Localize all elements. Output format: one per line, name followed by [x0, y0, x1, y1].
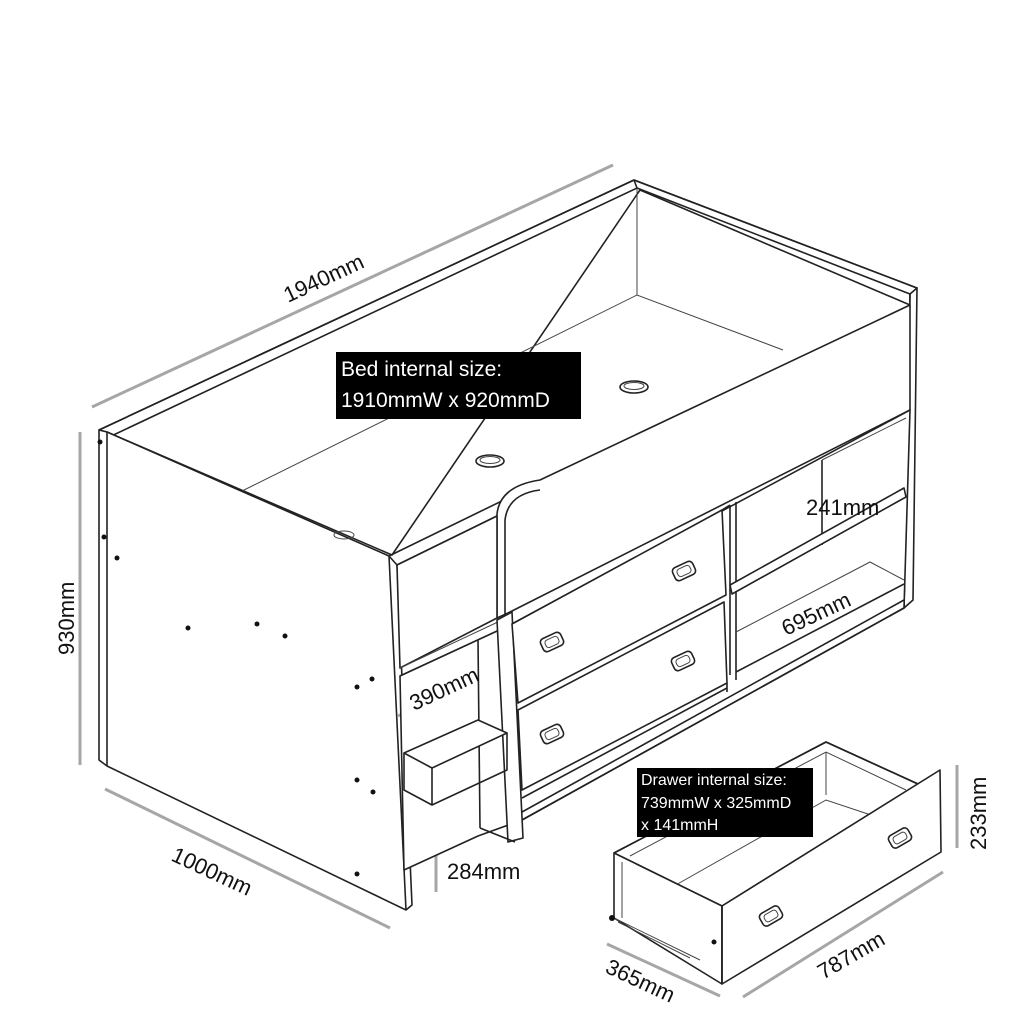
drawer-height-label: 233mm [966, 777, 991, 850]
cable-hole [619, 380, 649, 394]
drawer-internal-value: 739mmW x 325mmD [641, 795, 791, 812]
drawer-internal-title: Drawer internal size: [641, 772, 787, 789]
shelf-height-label: 241mm [806, 495, 879, 520]
drawer-handle-icon [758, 905, 784, 927]
cable-hole [479, 456, 501, 464]
drawer-handle-icon [887, 827, 913, 849]
drawer-handle-icon [539, 631, 565, 653]
cable-hole [333, 530, 355, 540]
depth-label: 1000mm [168, 842, 256, 901]
depth-dimension-line [104, 787, 391, 930]
height-label: 930mm [54, 582, 79, 655]
drawer-internal-size-callout: Drawer internal size: 739mmW x 325mmD x … [637, 768, 813, 837]
bed-internal-value: 1910mmW x 920mmD [341, 389, 550, 412]
side-shelf-height-label: 284mm [447, 859, 520, 884]
length-dimension-line [91, 163, 614, 409]
cable-hole [623, 382, 645, 390]
drawer-depth-dimension-line [606, 942, 721, 998]
screw-holes [97, 439, 376, 877]
bed-internal-title: Bed internal size: [341, 358, 502, 381]
drawer-handle-icon [670, 650, 696, 672]
drawer-internal-height: x 141mmH [641, 817, 718, 834]
bed-internal-size-callout: Bed internal size: 1910mmW x 920mmD [336, 352, 581, 419]
cable-hole [475, 454, 505, 468]
drawer-width-label: 787mm [813, 926, 889, 984]
drawer-handle-icon [539, 723, 565, 745]
drawer-handle-icon [671, 560, 697, 582]
drawer-width-dimension-line [742, 870, 944, 999]
drawer-depth-label: 365mm [602, 954, 679, 1008]
